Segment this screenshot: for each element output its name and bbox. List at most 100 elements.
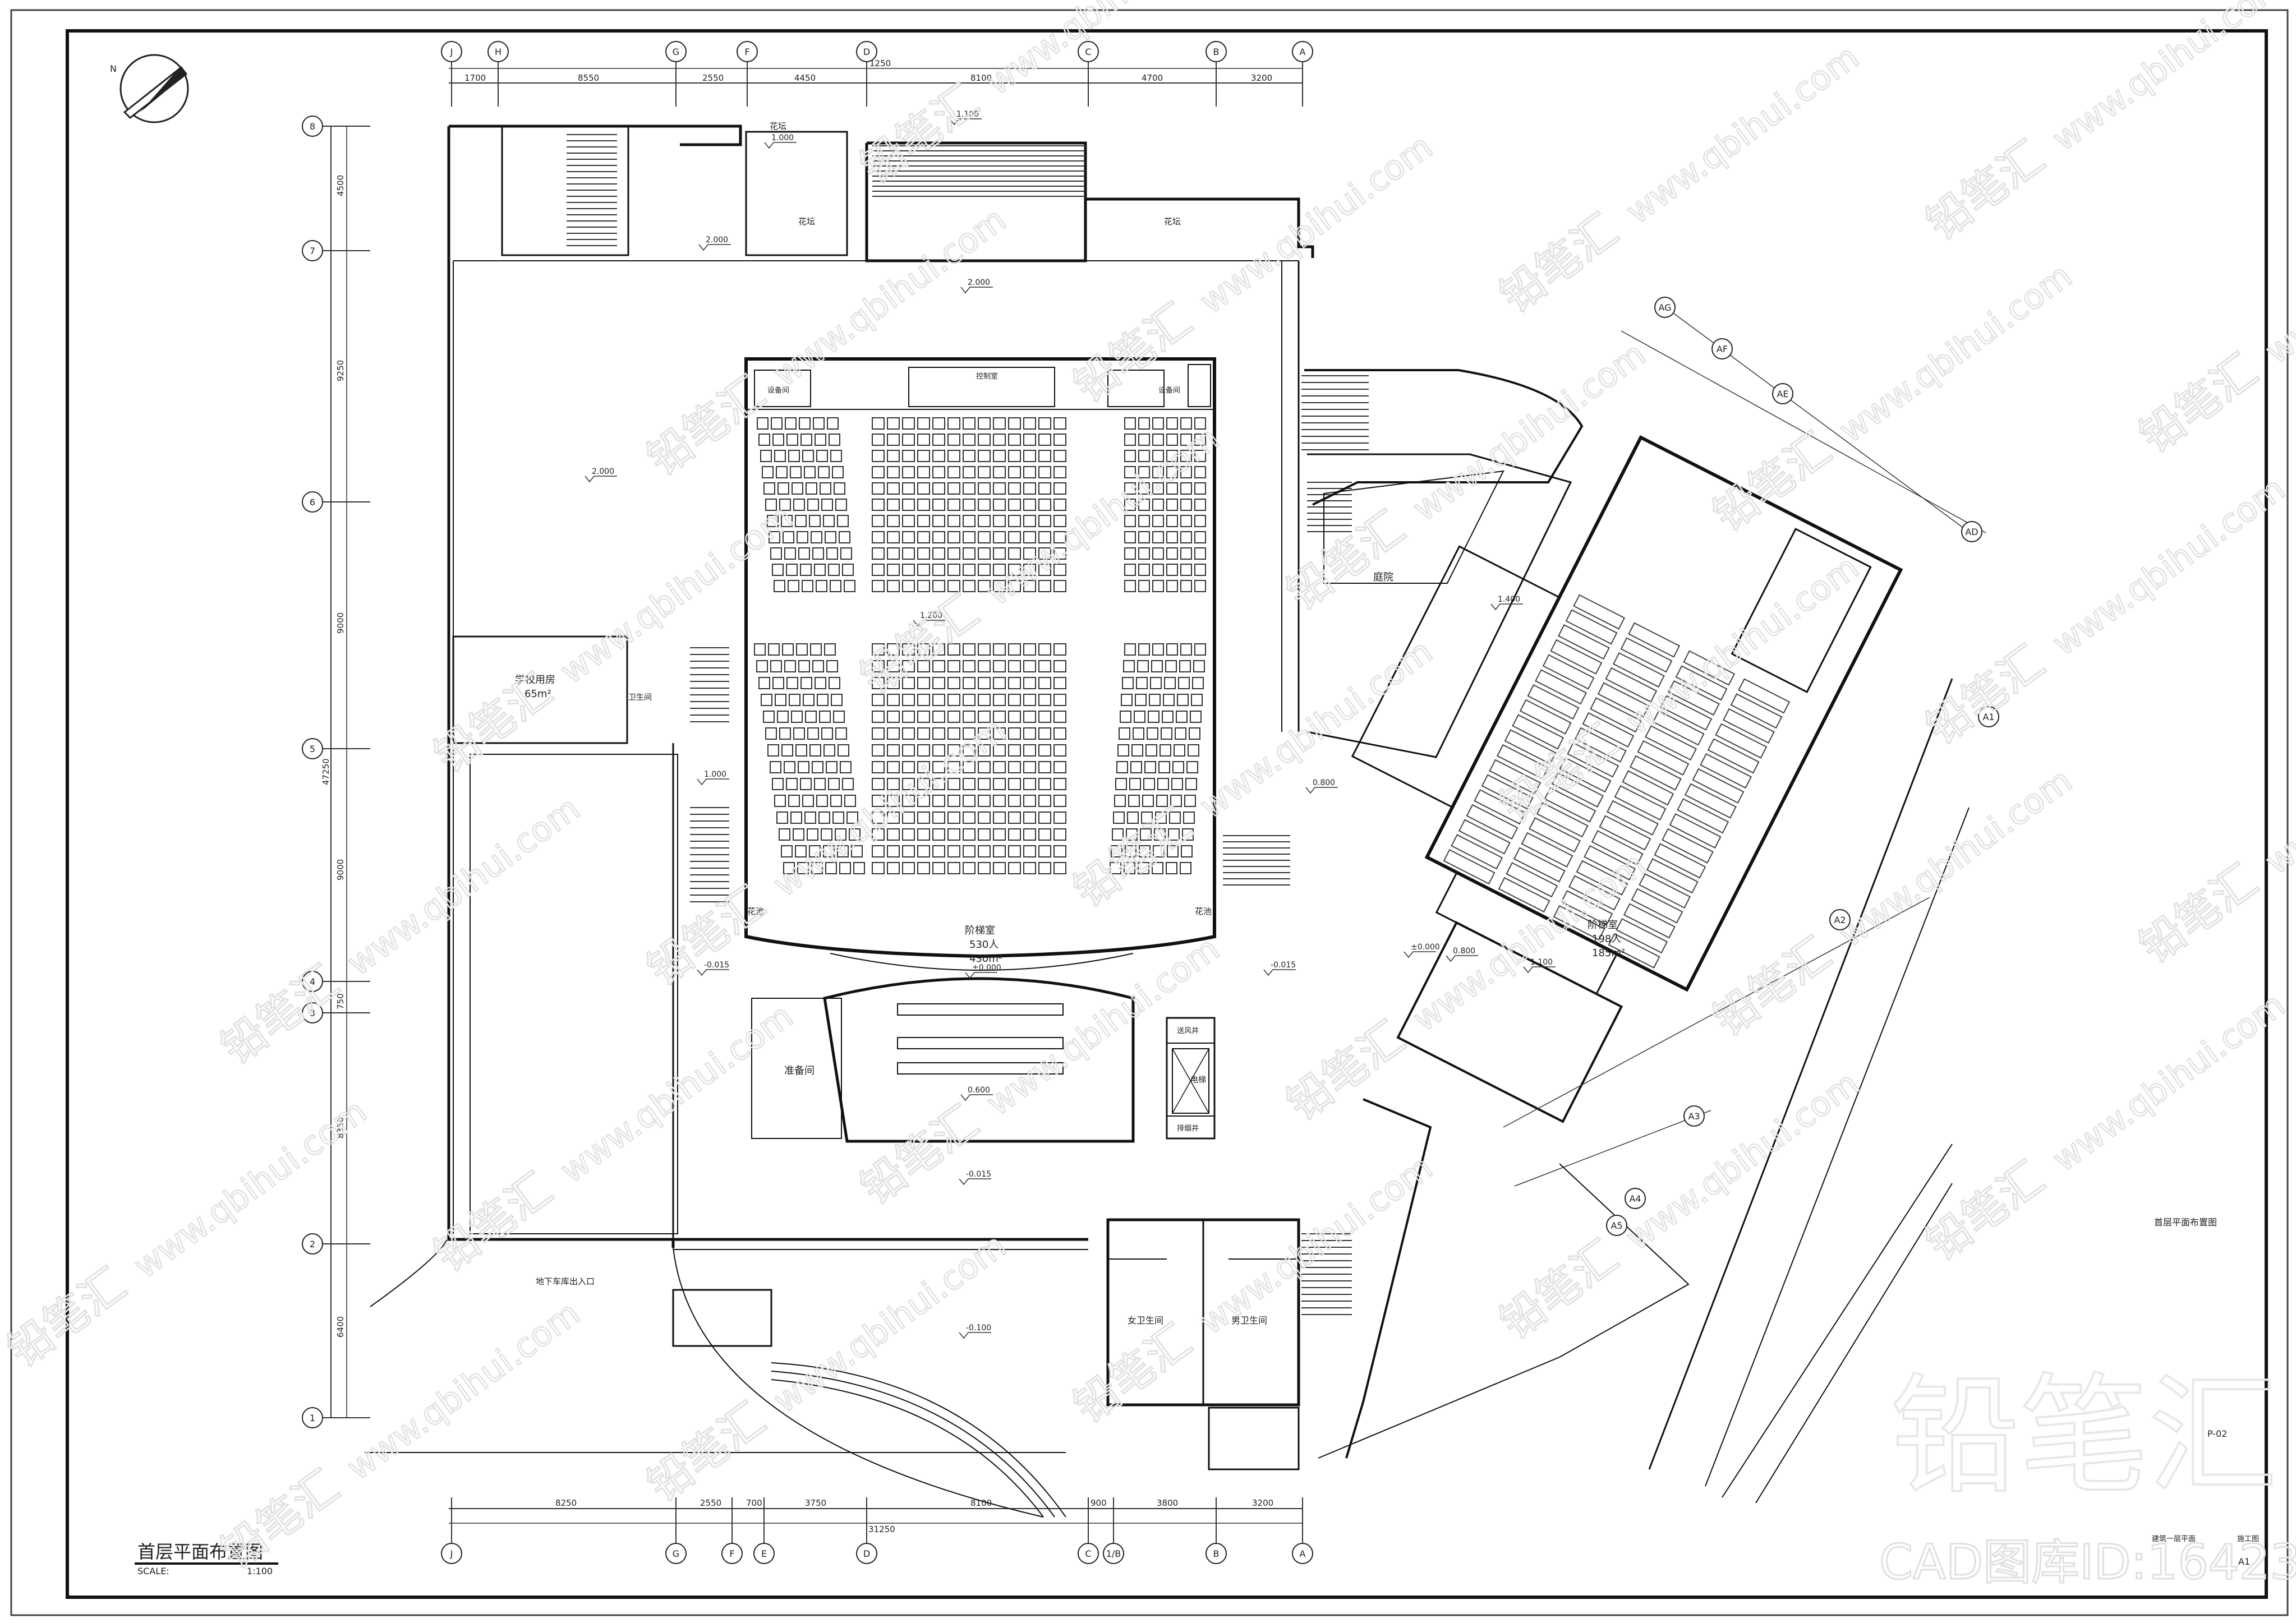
seat-right — [1194, 580, 1206, 592]
seat-right — [1124, 417, 1136, 430]
seat-center — [978, 761, 991, 773]
seat-center — [932, 795, 945, 807]
seat-left — [814, 778, 826, 790]
seat-center — [917, 660, 930, 672]
seat-center — [963, 515, 976, 527]
grid-left-3: 3 — [302, 1002, 323, 1023]
seat-left — [812, 547, 824, 560]
level-mark: -0.015 — [1271, 961, 1296, 970]
seat-side — [1623, 903, 1676, 939]
seat-center — [993, 482, 1006, 495]
dim-bottom-total: 31250 — [868, 1524, 895, 1534]
seat-center — [993, 660, 1006, 672]
seat-center — [1008, 862, 1021, 874]
level-mark: 1.000 — [704, 770, 726, 779]
seat-center — [887, 643, 900, 656]
seat-left — [790, 811, 802, 824]
seat-center — [1053, 564, 1066, 576]
seat-center — [1038, 727, 1051, 740]
seat-center — [1053, 515, 1066, 527]
seat-left — [809, 845, 821, 857]
seat-left — [807, 828, 818, 841]
seat-center — [1023, 547, 1036, 560]
seat-center — [932, 727, 945, 740]
seat-side — [1662, 828, 1714, 864]
seat-center — [902, 862, 915, 874]
seat-center — [932, 482, 945, 495]
svg-text:6: 6 — [310, 497, 315, 508]
seat-left — [853, 862, 865, 874]
grid-bottom-D: D — [856, 1543, 877, 1564]
seat-right — [1137, 660, 1149, 672]
grid-angled-A2: A2 — [1829, 909, 1851, 930]
seat-left — [823, 845, 835, 857]
seat-center — [917, 744, 930, 757]
seat-center — [963, 564, 976, 576]
seat-side — [1498, 877, 1550, 913]
seat-side — [1607, 800, 1659, 836]
seat-center — [872, 828, 885, 841]
seat-center — [947, 417, 960, 430]
seat-right — [1185, 778, 1197, 790]
level-mark: 1.100 — [1530, 958, 1553, 967]
seat-center — [1038, 482, 1051, 495]
seat-right — [1189, 727, 1200, 740]
seat-side — [1542, 654, 1595, 690]
seat-right — [1152, 499, 1164, 511]
seat-center — [1008, 417, 1021, 430]
seat-center — [978, 811, 991, 824]
seat-right — [1194, 434, 1206, 446]
seat-center — [1038, 778, 1051, 790]
seat-right — [1138, 450, 1150, 462]
svg-text:J: J — [450, 47, 453, 57]
seat-left — [826, 761, 838, 773]
scale-value: 1:100 — [247, 1566, 273, 1576]
svg-text:C: C — [1085, 1548, 1091, 1559]
seat-center — [947, 727, 960, 740]
seat-center — [1038, 515, 1051, 527]
grid-top-B: B — [1205, 41, 1227, 62]
grid-bottom-C: C — [1078, 1543, 1099, 1564]
seat-center — [1038, 547, 1051, 560]
seat-center — [1008, 515, 1021, 527]
dim-bottom-5: 900 — [1091, 1498, 1107, 1508]
seat-center — [932, 862, 945, 874]
seat-center — [1053, 845, 1066, 857]
seat-left — [827, 417, 839, 430]
seat-center — [887, 564, 900, 576]
seat-right — [1166, 580, 1178, 592]
seat-center — [887, 499, 900, 511]
seat-left — [829, 434, 840, 446]
seat-side — [1669, 813, 1722, 849]
level-mark: -0.015 — [966, 1170, 991, 1179]
seat-right — [1135, 694, 1147, 706]
seat-center — [947, 515, 960, 527]
seat-side — [1715, 723, 1768, 759]
seat-center — [872, 727, 885, 740]
seat-left — [770, 547, 782, 560]
seat-right — [1113, 811, 1125, 824]
dim-bottom-1: 2550 — [700, 1498, 721, 1508]
grid-top-A: A — [1292, 41, 1313, 62]
seat-center — [887, 450, 900, 462]
seat-center — [978, 580, 991, 592]
seat-left — [835, 499, 847, 511]
seat-center — [1023, 862, 1036, 874]
level-mark: 2.000 — [592, 467, 614, 476]
side-title: 首层平面布置图 — [2154, 1217, 2217, 1228]
seat-center — [947, 778, 960, 790]
seat-side — [1519, 699, 1572, 735]
seat-center — [1053, 499, 1066, 511]
seat-right — [1142, 795, 1154, 807]
seat-right — [1138, 643, 1150, 656]
svg-text:F: F — [729, 1548, 734, 1559]
seat-center — [1053, 694, 1066, 706]
seat-left — [824, 643, 836, 656]
seat-left — [792, 482, 803, 495]
seat-side — [1628, 622, 1681, 658]
seat-center — [1008, 564, 1021, 576]
room-school-area: 65m² — [524, 688, 551, 700]
seat-right — [1152, 515, 1164, 527]
